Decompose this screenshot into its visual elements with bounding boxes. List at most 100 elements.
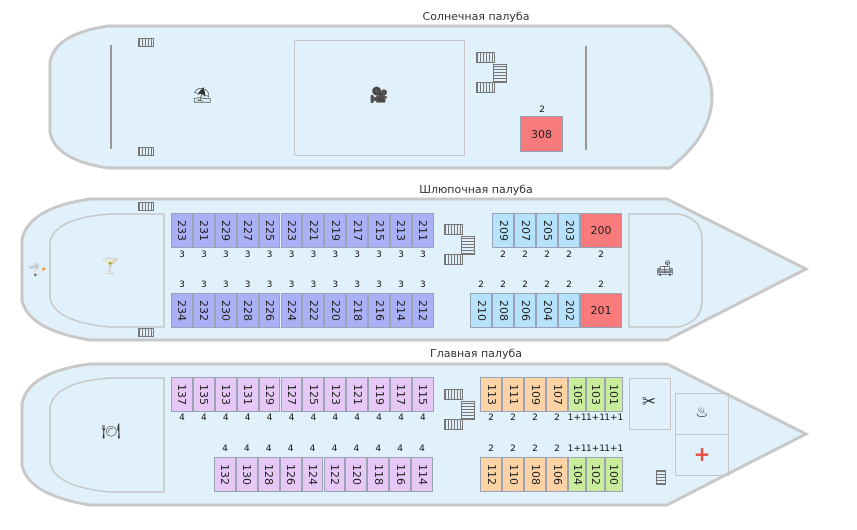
cabin-232[interactable]: 232 <box>192 293 215 328</box>
cabin-218[interactable]: 218 <box>346 293 369 328</box>
cabin-220[interactable]: 220 <box>324 293 347 328</box>
cabin-124[interactable]: 124 <box>301 457 324 492</box>
cabin-221[interactable]: 221 <box>302 213 325 248</box>
cabin-128[interactable]: 128 <box>257 457 280 492</box>
cabin-number: 220 <box>328 300 342 321</box>
cabin-213[interactable]: 213 <box>390 213 412 248</box>
cabin-capacity: 2 <box>554 413 560 423</box>
cabin-115[interactable]: 115 <box>411 377 434 412</box>
cabin-100[interactable]: 100 <box>604 457 623 492</box>
boat-deck-title: Шлюпочная палуба <box>419 183 533 196</box>
cabin-210[interactable]: 210 <box>470 293 492 328</box>
cabin-137[interactable]: 137 <box>171 377 193 412</box>
cabin-126[interactable]: 126 <box>279 457 302 492</box>
cabin-201[interactable]: 201 <box>580 293 622 328</box>
stairs-icon <box>461 236 475 255</box>
cabin-number: 122 <box>327 464 341 485</box>
cabin-214[interactable]: 214 <box>390 293 412 328</box>
cabin-130[interactable]: 130 <box>235 457 258 492</box>
cabin-203[interactable]: 203 <box>558 213 580 248</box>
cabin-229[interactable]: 229 <box>214 213 237 248</box>
cabin-129[interactable]: 129 <box>258 377 281 412</box>
cabin-number: 219 <box>328 220 342 241</box>
cabin-capacity: 4 <box>222 413 229 423</box>
cabin-105[interactable]: 105 <box>568 377 587 412</box>
cabin-216[interactable]: 216 <box>368 293 390 328</box>
cabin-217[interactable]: 217 <box>346 213 369 248</box>
cabin-223[interactable]: 223 <box>280 213 303 248</box>
cabin-120[interactable]: 120 <box>345 457 368 492</box>
cabin-119[interactable]: 119 <box>368 377 390 412</box>
cabin-228[interactable]: 228 <box>236 293 259 328</box>
stairs-icon <box>444 224 463 235</box>
cabin-number: 232 <box>197 300 211 321</box>
cabin-113[interactable]: 113 <box>480 377 502 412</box>
cabin-number: 121 <box>350 384 364 405</box>
cabin-215[interactable]: 215 <box>368 213 390 248</box>
cabin-231[interactable]: 231 <box>192 213 215 248</box>
cabin-224[interactable]: 224 <box>280 293 303 328</box>
cabin-208[interactable]: 208 <box>492 293 514 328</box>
cabin-133[interactable]: 133 <box>214 377 237 412</box>
cabin-108[interactable]: 108 <box>524 457 546 492</box>
cabin-117[interactable]: 117 <box>390 377 412 412</box>
cabin-219[interactable]: 219 <box>324 213 347 248</box>
cabin-202[interactable]: 202 <box>558 293 580 328</box>
cabin-125[interactable]: 125 <box>302 377 325 412</box>
cabin-107[interactable]: 107 <box>546 377 568 412</box>
cabin-230[interactable]: 230 <box>214 293 237 328</box>
sun-deck-title: Солнечная палуба <box>422 10 530 23</box>
cabin-226[interactable]: 226 <box>258 293 281 328</box>
cabin-206[interactable]: 206 <box>514 293 536 328</box>
cabin-106[interactable]: 106 <box>546 457 568 492</box>
cabin-121[interactable]: 121 <box>346 377 369 412</box>
cabin-212[interactable]: 212 <box>411 293 434 328</box>
cabin-number: 125 <box>306 384 320 405</box>
cabin-114[interactable]: 114 <box>411 457 433 492</box>
cabin-123[interactable]: 123 <box>324 377 347 412</box>
cocktail-bar-icon: 🍸 <box>100 257 120 275</box>
cabin-111[interactable]: 111 <box>502 377 524 412</box>
cabin-211[interactable]: 211 <box>411 213 434 248</box>
cabin-102[interactable]: 102 <box>586 457 605 492</box>
cabin-135[interactable]: 135 <box>192 377 215 412</box>
cabin-131[interactable]: 131 <box>236 377 259 412</box>
cabin-308[interactable]: 308 <box>520 116 563 152</box>
cabin-109[interactable]: 109 <box>524 377 546 412</box>
cabin-227[interactable]: 227 <box>236 213 259 248</box>
cabin-233[interactable]: 233 <box>171 213 193 248</box>
cabin-number: 129 <box>263 384 277 405</box>
cabin-capacity: 2 <box>532 413 538 423</box>
cabin-number: 110 <box>506 464 520 485</box>
cabin-capacity: 4 <box>179 413 185 423</box>
cabin-225[interactable]: 225 <box>258 213 281 248</box>
cabin-234[interactable]: 234 <box>171 293 193 328</box>
cabin-116[interactable]: 116 <box>389 457 412 492</box>
cabin-127[interactable]: 127 <box>280 377 303 412</box>
cabin-209[interactable]: 209 <box>492 213 514 248</box>
cabin-112[interactable]: 112 <box>480 457 502 492</box>
cabin-118[interactable]: 118 <box>367 457 390 492</box>
cabin-132[interactable]: 132 <box>214 457 236 492</box>
cabin-104[interactable]: 104 <box>568 457 587 492</box>
cabin-110[interactable]: 110 <box>502 457 524 492</box>
cabin-capacity: 2 <box>522 280 528 290</box>
cabin-205[interactable]: 205 <box>536 213 558 248</box>
cabin-number: 205 <box>540 220 554 241</box>
bar-room-outline <box>49 213 165 328</box>
cabin-103[interactable]: 103 <box>586 377 605 412</box>
cabin-222[interactable]: 222 <box>302 293 325 328</box>
cabin-207[interactable]: 207 <box>514 213 536 248</box>
cabin-204[interactable]: 204 <box>536 293 558 328</box>
cabin-number: 234 <box>175 300 189 321</box>
cabin-200[interactable]: 200 <box>580 213 622 248</box>
cabin-122[interactable]: 122 <box>323 457 346 492</box>
cabin-capacity: 3 <box>398 250 404 260</box>
cabin-capacity: 4 <box>375 444 382 454</box>
cabin-capacity: 2 <box>554 444 560 454</box>
cabin-number: 131 <box>241 384 255 405</box>
cabin-number: 227 <box>241 220 255 241</box>
cabin-number: 226 <box>263 300 277 321</box>
stairs-icon <box>461 401 475 420</box>
cabin-101[interactable]: 101 <box>604 377 623 412</box>
